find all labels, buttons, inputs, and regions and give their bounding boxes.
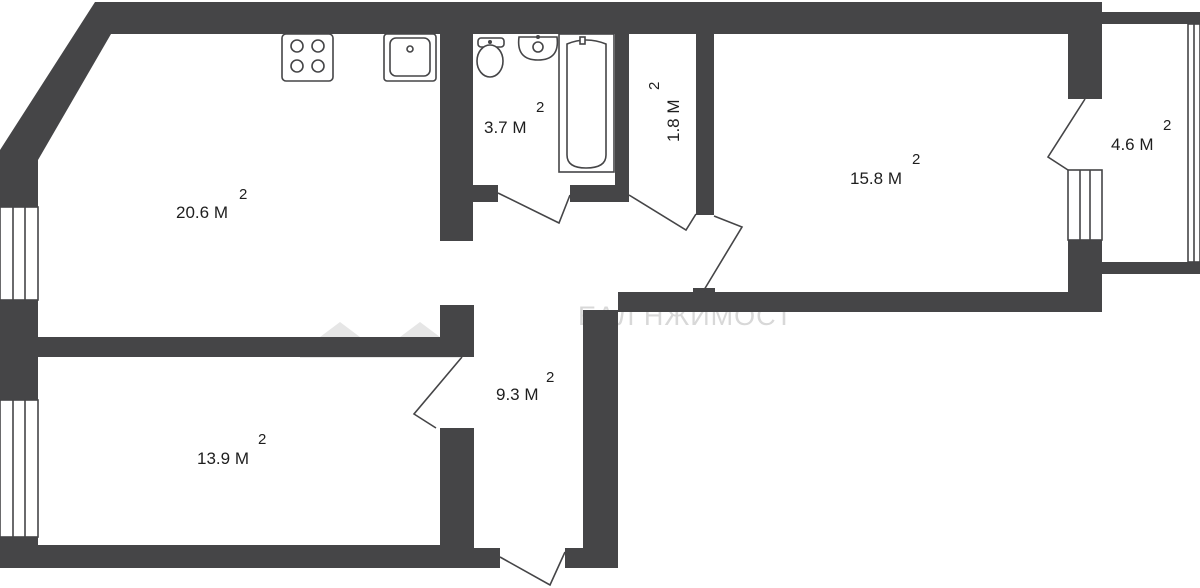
balcony-area: 4.6	[1111, 135, 1135, 154]
window-left-upper	[0, 206, 39, 301]
room-label-hall: 9.3 М 2	[496, 369, 554, 404]
room-label-balcony: 4.6 М 2	[1111, 117, 1171, 154]
svg-text:9.3 М: 9.3 М	[496, 385, 539, 404]
window-balcony-right	[1187, 23, 1200, 263]
window-left-lower	[0, 399, 39, 538]
room-power: 2	[258, 431, 266, 448]
bedroom-area: 15.8	[850, 169, 883, 188]
bathroom-power: 2	[536, 99, 544, 116]
bathroom-unit: М	[512, 118, 526, 137]
bedroom-power: 2	[912, 151, 920, 168]
hall-unit: М	[524, 385, 538, 404]
svg-text:3.7 М: 3.7 М	[484, 118, 527, 137]
room-label-kitchen: 20.6 М 2	[176, 186, 247, 222]
hall-area: 9.3	[496, 385, 520, 404]
room-unit: М	[235, 449, 249, 468]
walls	[0, 2, 1200, 568]
svg-text:13.9 М: 13.9 М	[197, 449, 249, 468]
room-label-toilet: 1.8 М 2	[646, 82, 683, 142]
kitchen-sink-icon	[383, 33, 437, 82]
balcony-unit: М	[1139, 135, 1153, 154]
balcony-power: 2	[1163, 117, 1171, 134]
svg-text:15.8 М: 15.8 М	[850, 169, 902, 188]
toilet-bowl-icon	[476, 37, 505, 78]
stove-icon	[281, 33, 334, 82]
doors	[412, 98, 1086, 587]
kitchen-area: 20.6	[176, 203, 209, 222]
washbasin-icon	[517, 35, 559, 61]
bathtub-icon	[558, 33, 615, 173]
kitchen-unit: М	[214, 203, 228, 222]
room-area: 13.9	[197, 449, 230, 468]
bedroom-unit: М	[888, 169, 902, 188]
bathroom-area: 3.7	[484, 118, 508, 137]
room-label-room: 13.9 М 2	[197, 431, 266, 468]
hall-power: 2	[546, 369, 554, 386]
svg-text:1.8 М: 1.8 М	[664, 99, 683, 142]
kitchen-power: 2	[239, 186, 247, 203]
window-bedroom-balcony	[1067, 169, 1103, 241]
room-label-bedroom: 15.8 М 2	[850, 151, 920, 188]
toilet-power: 2	[646, 82, 663, 90]
toilet-area: 1.8	[664, 118, 683, 142]
toilet-unit: М	[664, 99, 683, 113]
svg-text:4.6 М: 4.6 М	[1111, 135, 1154, 154]
svg-text:20.6 М: 20.6 М	[176, 203, 228, 222]
room-label-bathroom: 3.7 М 2	[484, 99, 544, 137]
